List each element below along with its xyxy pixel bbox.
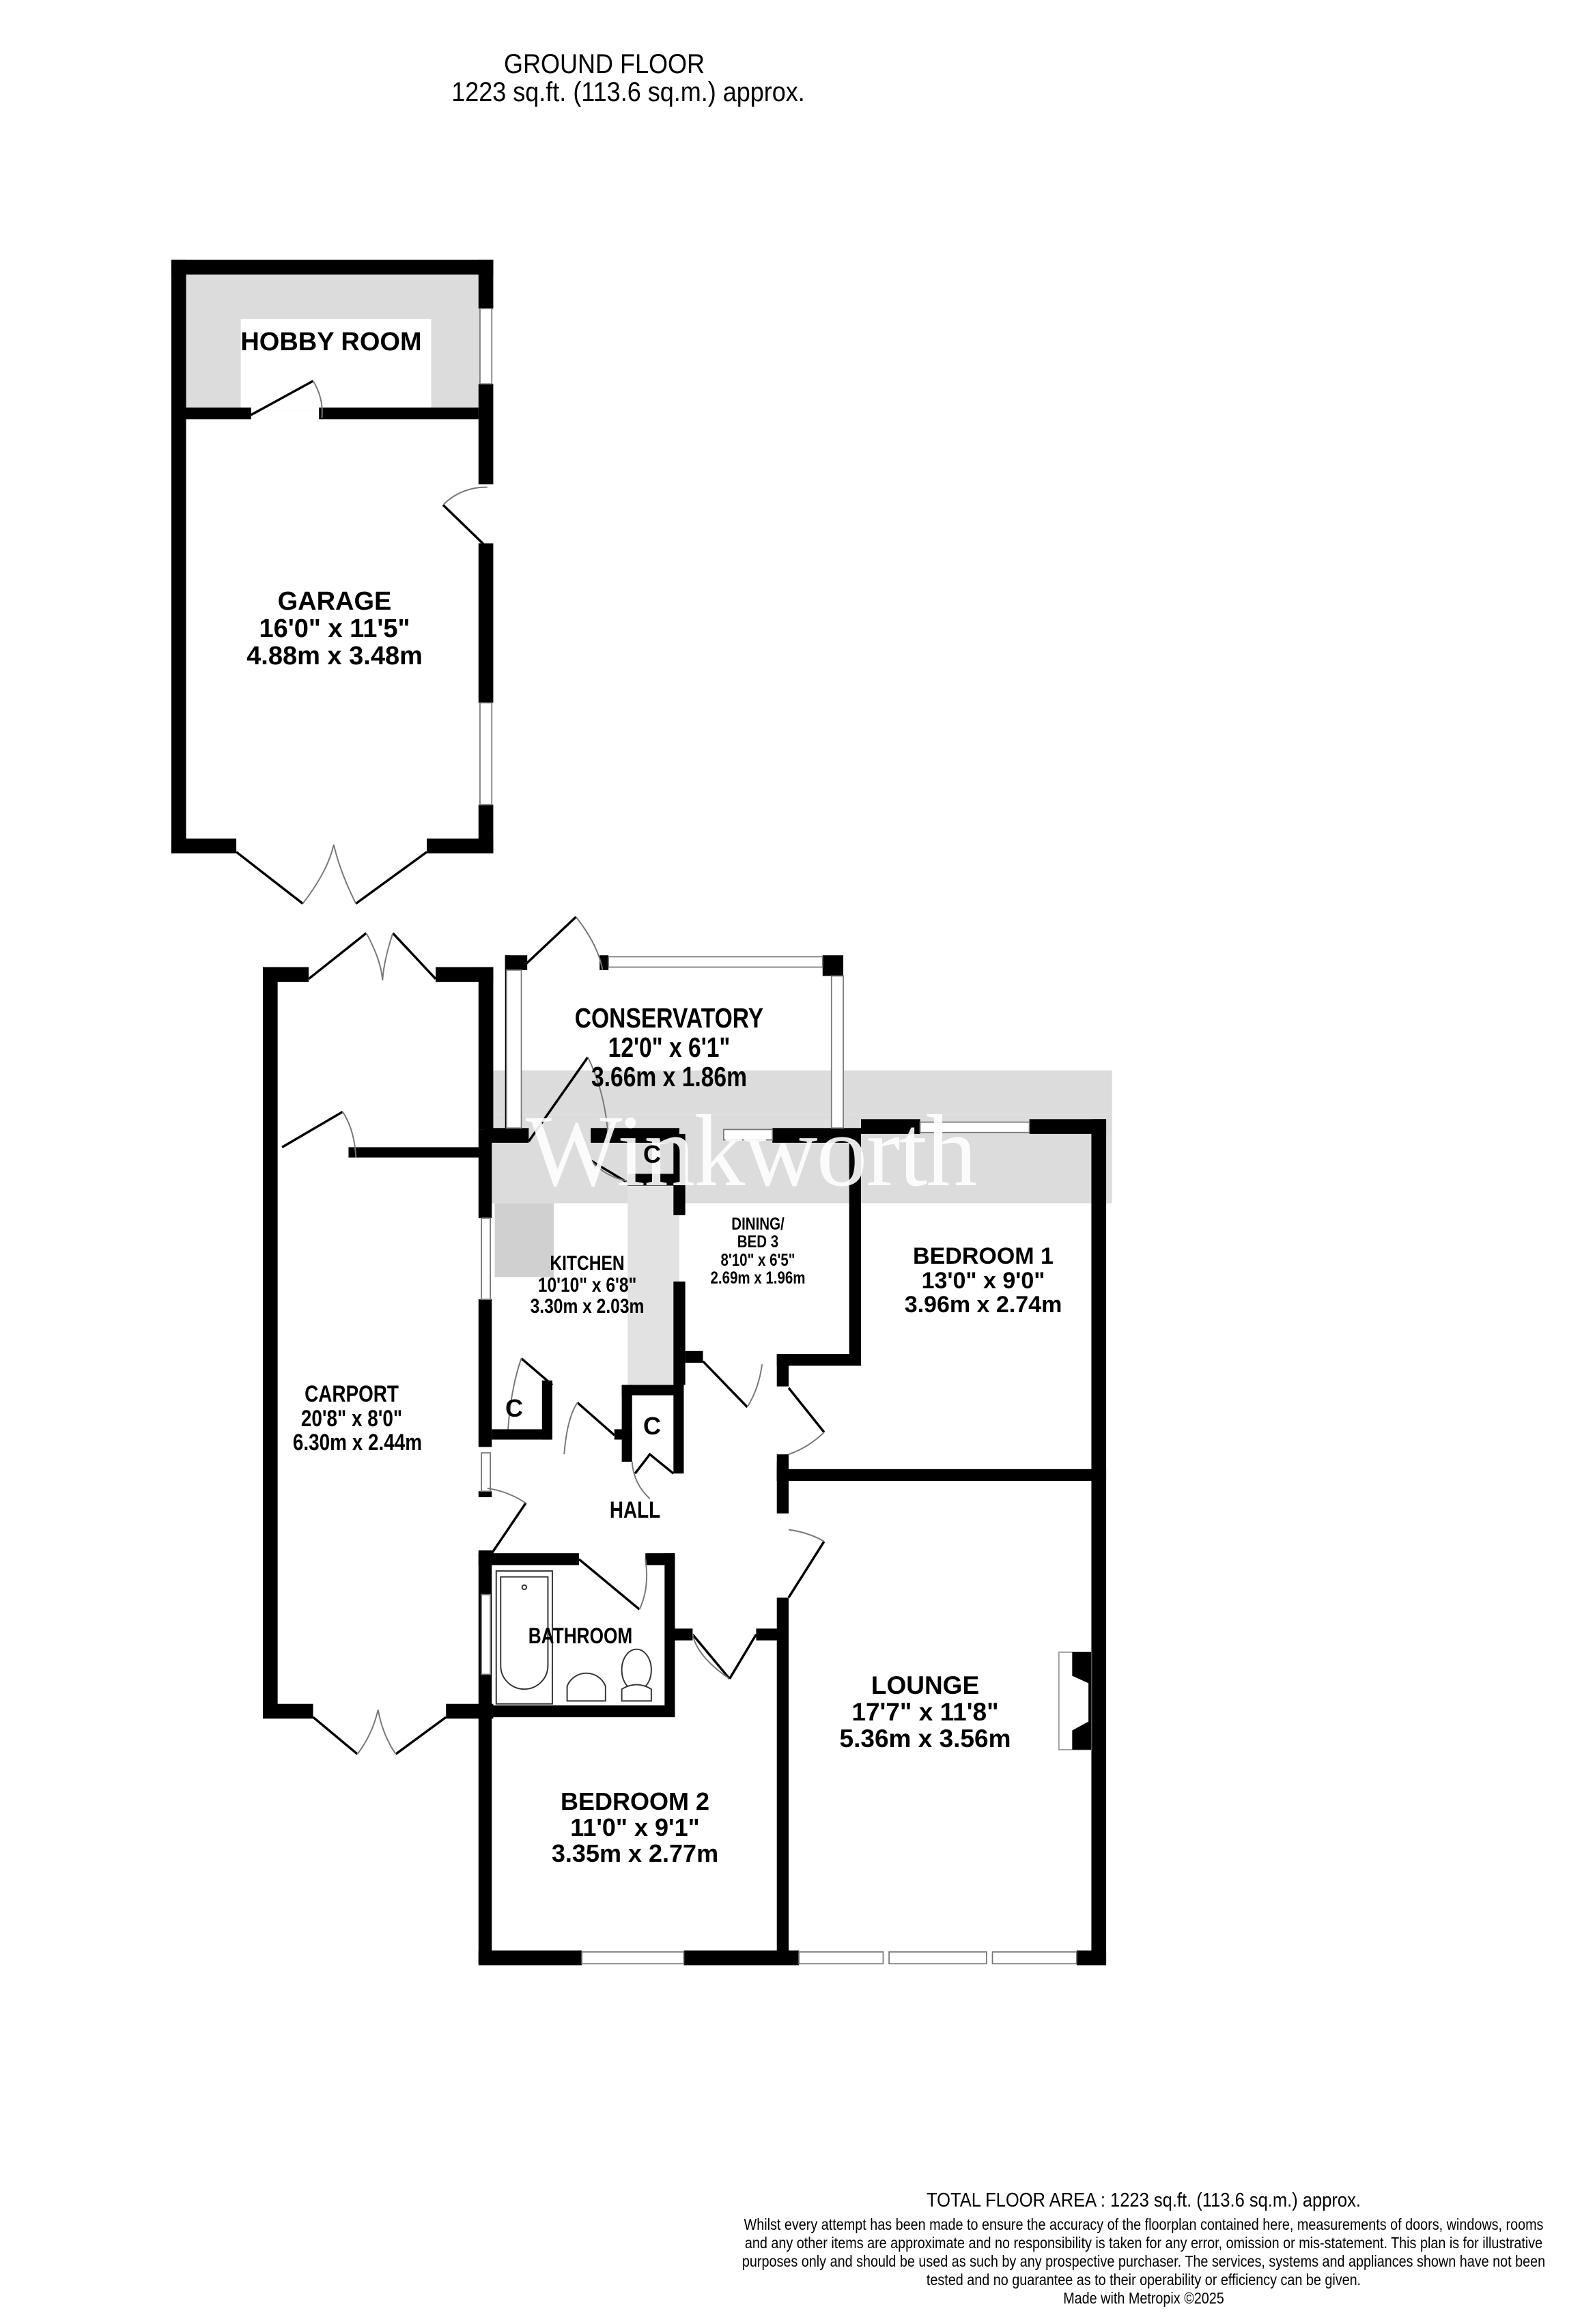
footer: TOTAL FLOOR AREA : 1223 sq.ft. (113.6 sq…	[737, 2188, 1550, 2308]
cupboard-label-conservatory: C	[643, 1140, 661, 1168]
room-bathroom: BATHROOM	[519, 1624, 642, 1648]
room-conservatory: CONSERVATORY 12'0" x 6'1" 3.66m x 1.86m	[557, 1002, 781, 1093]
room-lounge: LOUNGE 17'7" x 11'8" 5.36m x 3.56m	[813, 1671, 1038, 1753]
room-metric: 3.35m x 2.77m	[551, 1839, 719, 1867]
shaded-areas	[184, 274, 1112, 1385]
room-name: BEDROOM 2	[560, 1787, 710, 1815]
carport-doors	[281, 932, 447, 1755]
room-imperial: 10'10" x 6'8"	[537, 1273, 637, 1296]
made-with-credit: Made with Metropix ©2025	[1063, 2289, 1224, 2307]
room-metric: 5.36m x 3.56m	[839, 1724, 1011, 1753]
room-hobby-room: HOBBY ROOM	[239, 328, 423, 356]
room-metric: 3.30m x 2.03m	[530, 1295, 645, 1318]
floor-area: 1223 sq.ft. (113.6 sq.m.) approx.	[451, 77, 805, 107]
room-name: BATHROOM	[528, 1624, 633, 1648]
room-bedroom-2: BEDROOM 2 11'0" x 9'1" 3.35m x 2.77m	[519, 1789, 751, 1866]
room-name: HOBBY ROOM	[240, 328, 422, 356]
room-metric: 3.66m x 1.86m	[591, 1061, 748, 1093]
room-metric: 2.69m x 1.96m	[710, 1268, 806, 1288]
room-metric: 6.30m x 2.44m	[292, 1430, 423, 1456]
room-imperial: 16'0" x 11'5"	[259, 614, 410, 643]
room-imperial: 11'0" x 9'1"	[570, 1813, 700, 1841]
disclaimer: Whilst every attempt has been made to en…	[742, 2215, 1546, 2288]
room-name: BEDROOM 1	[913, 1243, 1054, 1269]
room-name: CARPORT	[305, 1381, 399, 1407]
room-name: CONSERVATORY	[574, 1002, 764, 1034]
room-dining-bed3: DINING/ BED 3 8'10" x 6'5" 2.69m x 1.96m	[702, 1215, 814, 1287]
basin-icon	[566, 1672, 606, 1702]
carport-walls	[263, 967, 494, 1719]
room-imperial: 13'0" x 9'0"	[921, 1267, 1045, 1294]
room-name: GARAGE	[277, 587, 392, 616]
garage-doors	[236, 380, 488, 905]
total-floor-area: TOTAL FLOOR AREA : 1223 sq.ft. (113.6 sq…	[927, 2190, 1361, 2211]
floor-title: GROUND FLOOR	[503, 49, 705, 79]
room-name: KITCHEN	[550, 1252, 625, 1275]
room-imperial: 8'10" x 6'5"	[720, 1250, 795, 1270]
cupboard-label-hall: C	[643, 1412, 661, 1440]
garage-walls	[171, 259, 494, 854]
garage-windows	[479, 308, 493, 806]
room-bedroom-1: BEDROOM 1 13'0" x 9'0" 3.96m x 2.74m	[867, 1243, 1099, 1318]
room-imperial: 20'8" x 8'0"	[300, 1405, 403, 1432]
conservatory-windows	[506, 956, 844, 1141]
room-imperial: 12'0" x 6'1"	[608, 1032, 731, 1064]
room-hall: HALL	[596, 1497, 675, 1523]
room-imperial: 17'7" x 11'8"	[851, 1697, 999, 1726]
watermark-text: Winkworth	[526, 1094, 977, 1208]
room-name: LOUNGE	[871, 1671, 980, 1699]
room-name-line2: BED 3	[737, 1232, 779, 1252]
hobby-label-bg	[240, 319, 432, 411]
room-metric: 3.96m x 2.74m	[904, 1292, 1062, 1318]
room-name: HALL	[609, 1497, 661, 1523]
house-windows	[481, 1121, 1077, 1965]
bathroom-fixtures	[495, 1570, 652, 1705]
cupboard-label-kitchen: C	[505, 1394, 523, 1422]
interior-doors	[487, 1159, 825, 1680]
conservatory-doors	[524, 916, 610, 1142]
room-name-line1: DINING/	[731, 1215, 785, 1234]
room-garage: GARAGE 16'0" x 11'5" 4.88m x 3.48m	[218, 587, 451, 670]
house-walls	[478, 1119, 1107, 1966]
room-metric: 4.88m x 3.48m	[246, 641, 423, 670]
room-kitchen: KITCHEN 10'10" x 6'8" 3.30m x 2.03m	[520, 1253, 655, 1318]
fireplace-icon	[1058, 1652, 1092, 1751]
room-carport: CARPORT 20'8" x 8'0" 6.30m x 2.44m	[292, 1381, 423, 1456]
